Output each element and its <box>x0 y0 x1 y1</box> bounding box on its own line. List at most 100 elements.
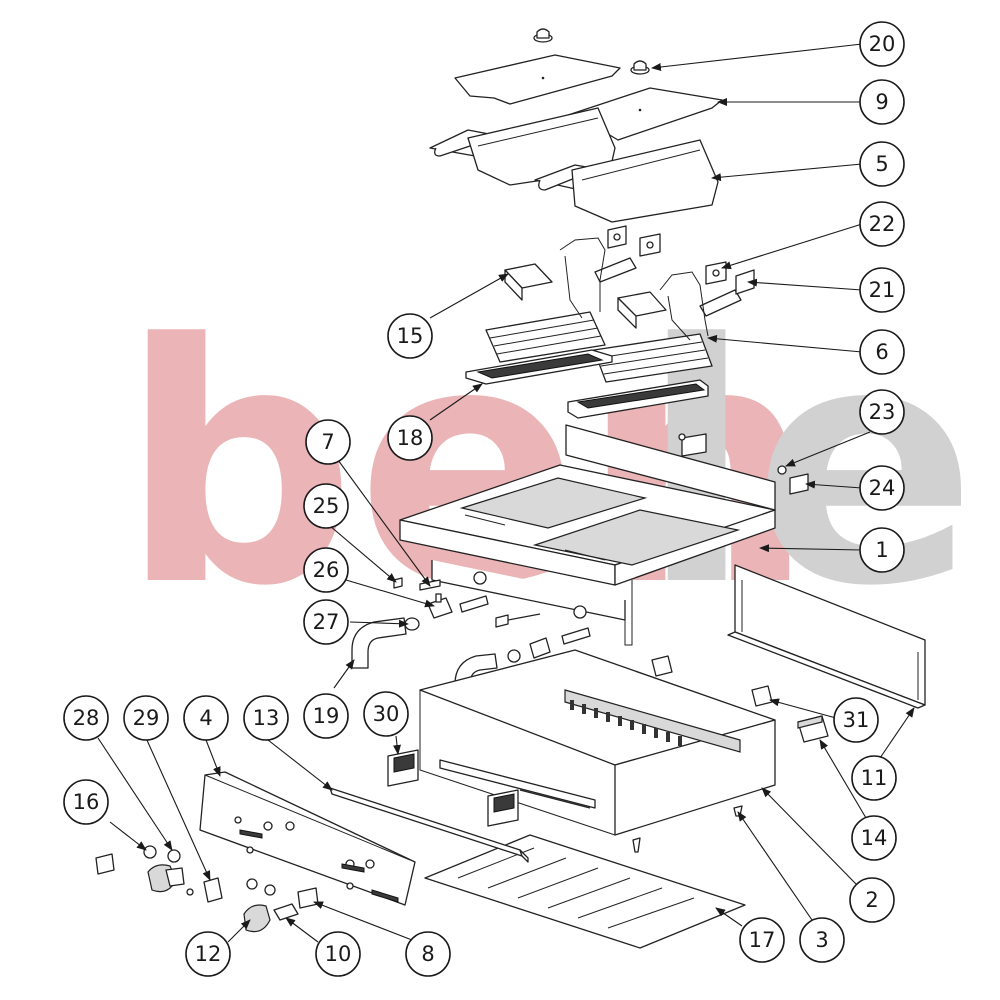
leader-26 <box>345 579 435 608</box>
switch-cover-part-10 <box>273 903 299 921</box>
callout-12[interactable]: 12 <box>185 931 231 977</box>
callout-label: 11 <box>861 766 888 790</box>
callout-24[interactable]: 24 <box>859 465 905 511</box>
callout-label: 3 <box>815 928 828 952</box>
sensor-holder-part-21 <box>594 257 755 317</box>
callout-label: 7 <box>321 430 334 454</box>
cabinet-frame-part-2 <box>419 649 776 836</box>
callout-31[interactable]: 31 <box>833 697 879 743</box>
callout-4[interactable]: 4 <box>183 695 229 741</box>
callout-6[interactable]: 6 <box>859 329 905 375</box>
sensor-bracket-part-22 <box>607 225 727 285</box>
leader-18 <box>429 383 483 421</box>
leader-21 <box>747 278 863 291</box>
vent-slots <box>570 700 682 746</box>
leader-23 <box>785 431 871 467</box>
leader-14 <box>819 739 867 819</box>
callout-15[interactable]: 15 <box>387 313 433 359</box>
leader-3 <box>737 811 813 921</box>
callout-label: 22 <box>869 212 896 236</box>
callout-label: 27 <box>313 610 340 634</box>
callout-21[interactable]: 21 <box>859 267 905 313</box>
callout-label: 15 <box>397 324 424 348</box>
callout-label: 9 <box>875 90 888 114</box>
callout-label: 17 <box>749 928 776 952</box>
callout-label: 21 <box>869 278 896 302</box>
callout-23[interactable]: 23 <box>859 389 905 435</box>
leader-4 <box>205 739 221 777</box>
bottom-plate-part-17 <box>424 834 746 949</box>
callout-28[interactable]: 28 <box>63 695 109 741</box>
switch-part-8 <box>297 887 319 909</box>
leader-24 <box>805 480 863 489</box>
bottom-grid-part-18 <box>465 349 709 419</box>
callout-label: 4 <box>199 706 212 730</box>
leader-13 <box>267 739 333 791</box>
leader-10 <box>285 917 319 943</box>
leader-5 <box>711 163 863 182</box>
contactor-part-14 <box>797 715 829 743</box>
callout-7[interactable]: 7 <box>305 419 351 465</box>
callout-1[interactable]: 1 <box>859 527 905 573</box>
heating-element-part-6 <box>485 237 713 383</box>
callout-20[interactable]: 20 <box>859 21 905 67</box>
callout-11[interactable]: 11 <box>851 755 897 801</box>
callout-2[interactable]: 2 <box>849 877 895 923</box>
callout-label: 30 <box>373 702 400 726</box>
callout-9[interactable]: 9 <box>859 79 905 125</box>
callout-17[interactable]: 17 <box>739 917 785 963</box>
leader-31 <box>769 698 837 719</box>
leader-17 <box>715 907 743 927</box>
frying-basket-part-5 <box>429 107 719 223</box>
leader-30 <box>393 735 401 755</box>
callout-label: 6 <box>875 340 888 364</box>
callout-19[interactable]: 19 <box>303 693 349 739</box>
leader-12 <box>227 919 251 943</box>
drain-cap-part-25 <box>393 577 403 589</box>
leader-6 <box>707 334 863 353</box>
leader-20 <box>651 43 863 71</box>
callout-label: 12 <box>195 942 222 966</box>
callout-label: 25 <box>313 494 340 518</box>
callout-14[interactable]: 14 <box>851 815 897 861</box>
knob-part-28 <box>167 849 276 896</box>
callout-label: 31 <box>843 708 870 732</box>
callout-5[interactable]: 5 <box>859 141 905 187</box>
parts-drawing <box>95 28 926 949</box>
thermostat-part-29 <box>186 877 223 903</box>
control-panel-part-4 <box>199 771 416 906</box>
indicator-part-16 <box>95 845 157 875</box>
leader-27 <box>349 619 409 628</box>
callout-13[interactable]: 13 <box>243 695 289 741</box>
callout-label: 13 <box>253 706 280 730</box>
callout-label: 29 <box>133 706 160 730</box>
callout-16[interactable]: 16 <box>63 779 109 825</box>
callout-label: 16 <box>73 790 100 814</box>
callout-8[interactable]: 8 <box>405 931 451 977</box>
callout-29[interactable]: 29 <box>123 695 169 741</box>
callout-22[interactable]: 22 <box>859 201 905 247</box>
callout-label: 26 <box>313 558 340 582</box>
callout-27[interactable]: 27 <box>303 599 349 645</box>
callout-label: 24 <box>869 476 896 500</box>
fryer-body-part-1 <box>399 424 776 646</box>
callout-label: 23 <box>869 400 896 424</box>
leader-22 <box>721 223 863 270</box>
pilot-lamp-part-23 <box>777 465 787 475</box>
callout-3[interactable]: 3 <box>799 917 845 963</box>
callout-label: 8 <box>421 942 434 966</box>
leader-8 <box>313 901 413 941</box>
callout-25[interactable]: 25 <box>303 483 349 529</box>
callout-10[interactable]: 10 <box>315 931 361 977</box>
leader-16 <box>109 821 147 851</box>
leader-1 <box>759 544 863 553</box>
lid-knob-part-20 <box>533 28 650 75</box>
leader-11 <box>879 707 915 759</box>
callout-label: 14 <box>861 826 888 850</box>
leader-2 <box>761 787 857 885</box>
callout-30[interactable]: 30 <box>363 691 409 737</box>
leader-25 <box>329 525 397 583</box>
callout-26[interactable]: 26 <box>303 547 349 593</box>
callout-18[interactable]: 18 <box>387 415 433 461</box>
